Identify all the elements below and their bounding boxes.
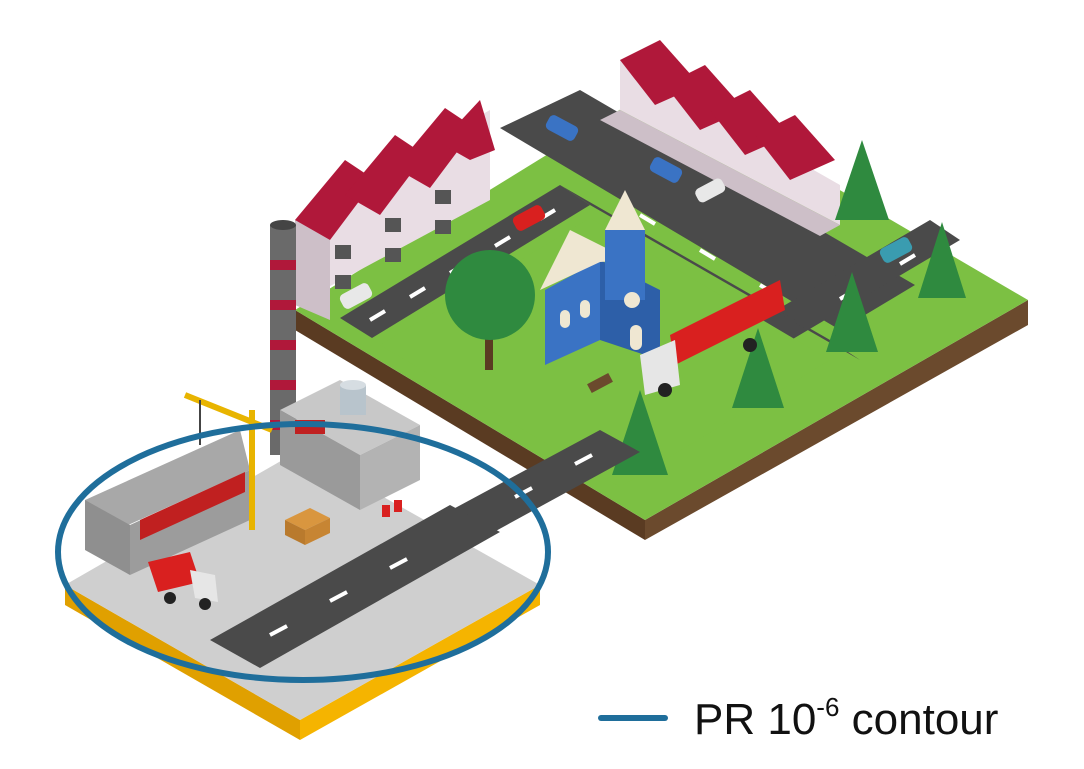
crates-icon <box>285 508 330 545</box>
road-upper-right <box>500 90 915 330</box>
car-icon <box>649 157 683 183</box>
industrial-block <box>65 220 540 740</box>
legend-prefix: PR 10 <box>694 695 817 744</box>
tanker-truck-icon <box>640 280 785 397</box>
pr-contour-ellipse <box>55 421 551 683</box>
windows-left <box>335 190 451 289</box>
dump-truck-icon <box>148 552 218 610</box>
roofs-right <box>620 40 835 180</box>
pine-tree-icon <box>835 140 889 220</box>
legend-line-swatch <box>598 715 668 721</box>
car-icon <box>545 115 579 141</box>
house-wall <box>620 60 840 225</box>
roofs-left <box>295 100 495 240</box>
factory-building-icon <box>85 430 250 575</box>
water-tank-icon <box>340 380 366 415</box>
pine-tree-icon <box>826 272 878 352</box>
car-icon <box>339 283 373 309</box>
cars <box>339 115 913 309</box>
house-front <box>600 110 840 236</box>
legend-suffix: contour <box>839 695 999 744</box>
house-side <box>295 220 330 320</box>
barrels-icon <box>382 500 402 517</box>
legend-label: PR 10-6 contour <box>694 694 998 742</box>
residential-soil-right <box>645 300 1028 540</box>
legend-exponent: -6 <box>816 692 840 722</box>
pine-tree-icon <box>918 222 966 298</box>
car-icon <box>695 178 726 203</box>
row-houses-left <box>295 100 495 320</box>
pine-tree-icon <box>732 328 784 408</box>
car-icon <box>879 237 913 263</box>
deciduous-tree-icon <box>445 250 535 370</box>
car-icon <box>512 205 546 231</box>
bench-icon <box>587 372 613 394</box>
row-houses-right <box>600 40 840 236</box>
factory-main-icon <box>280 380 420 510</box>
church-icon <box>540 190 660 365</box>
industrial-road-markings <box>269 557 408 637</box>
legend: PR 10-6 contour <box>598 690 998 746</box>
